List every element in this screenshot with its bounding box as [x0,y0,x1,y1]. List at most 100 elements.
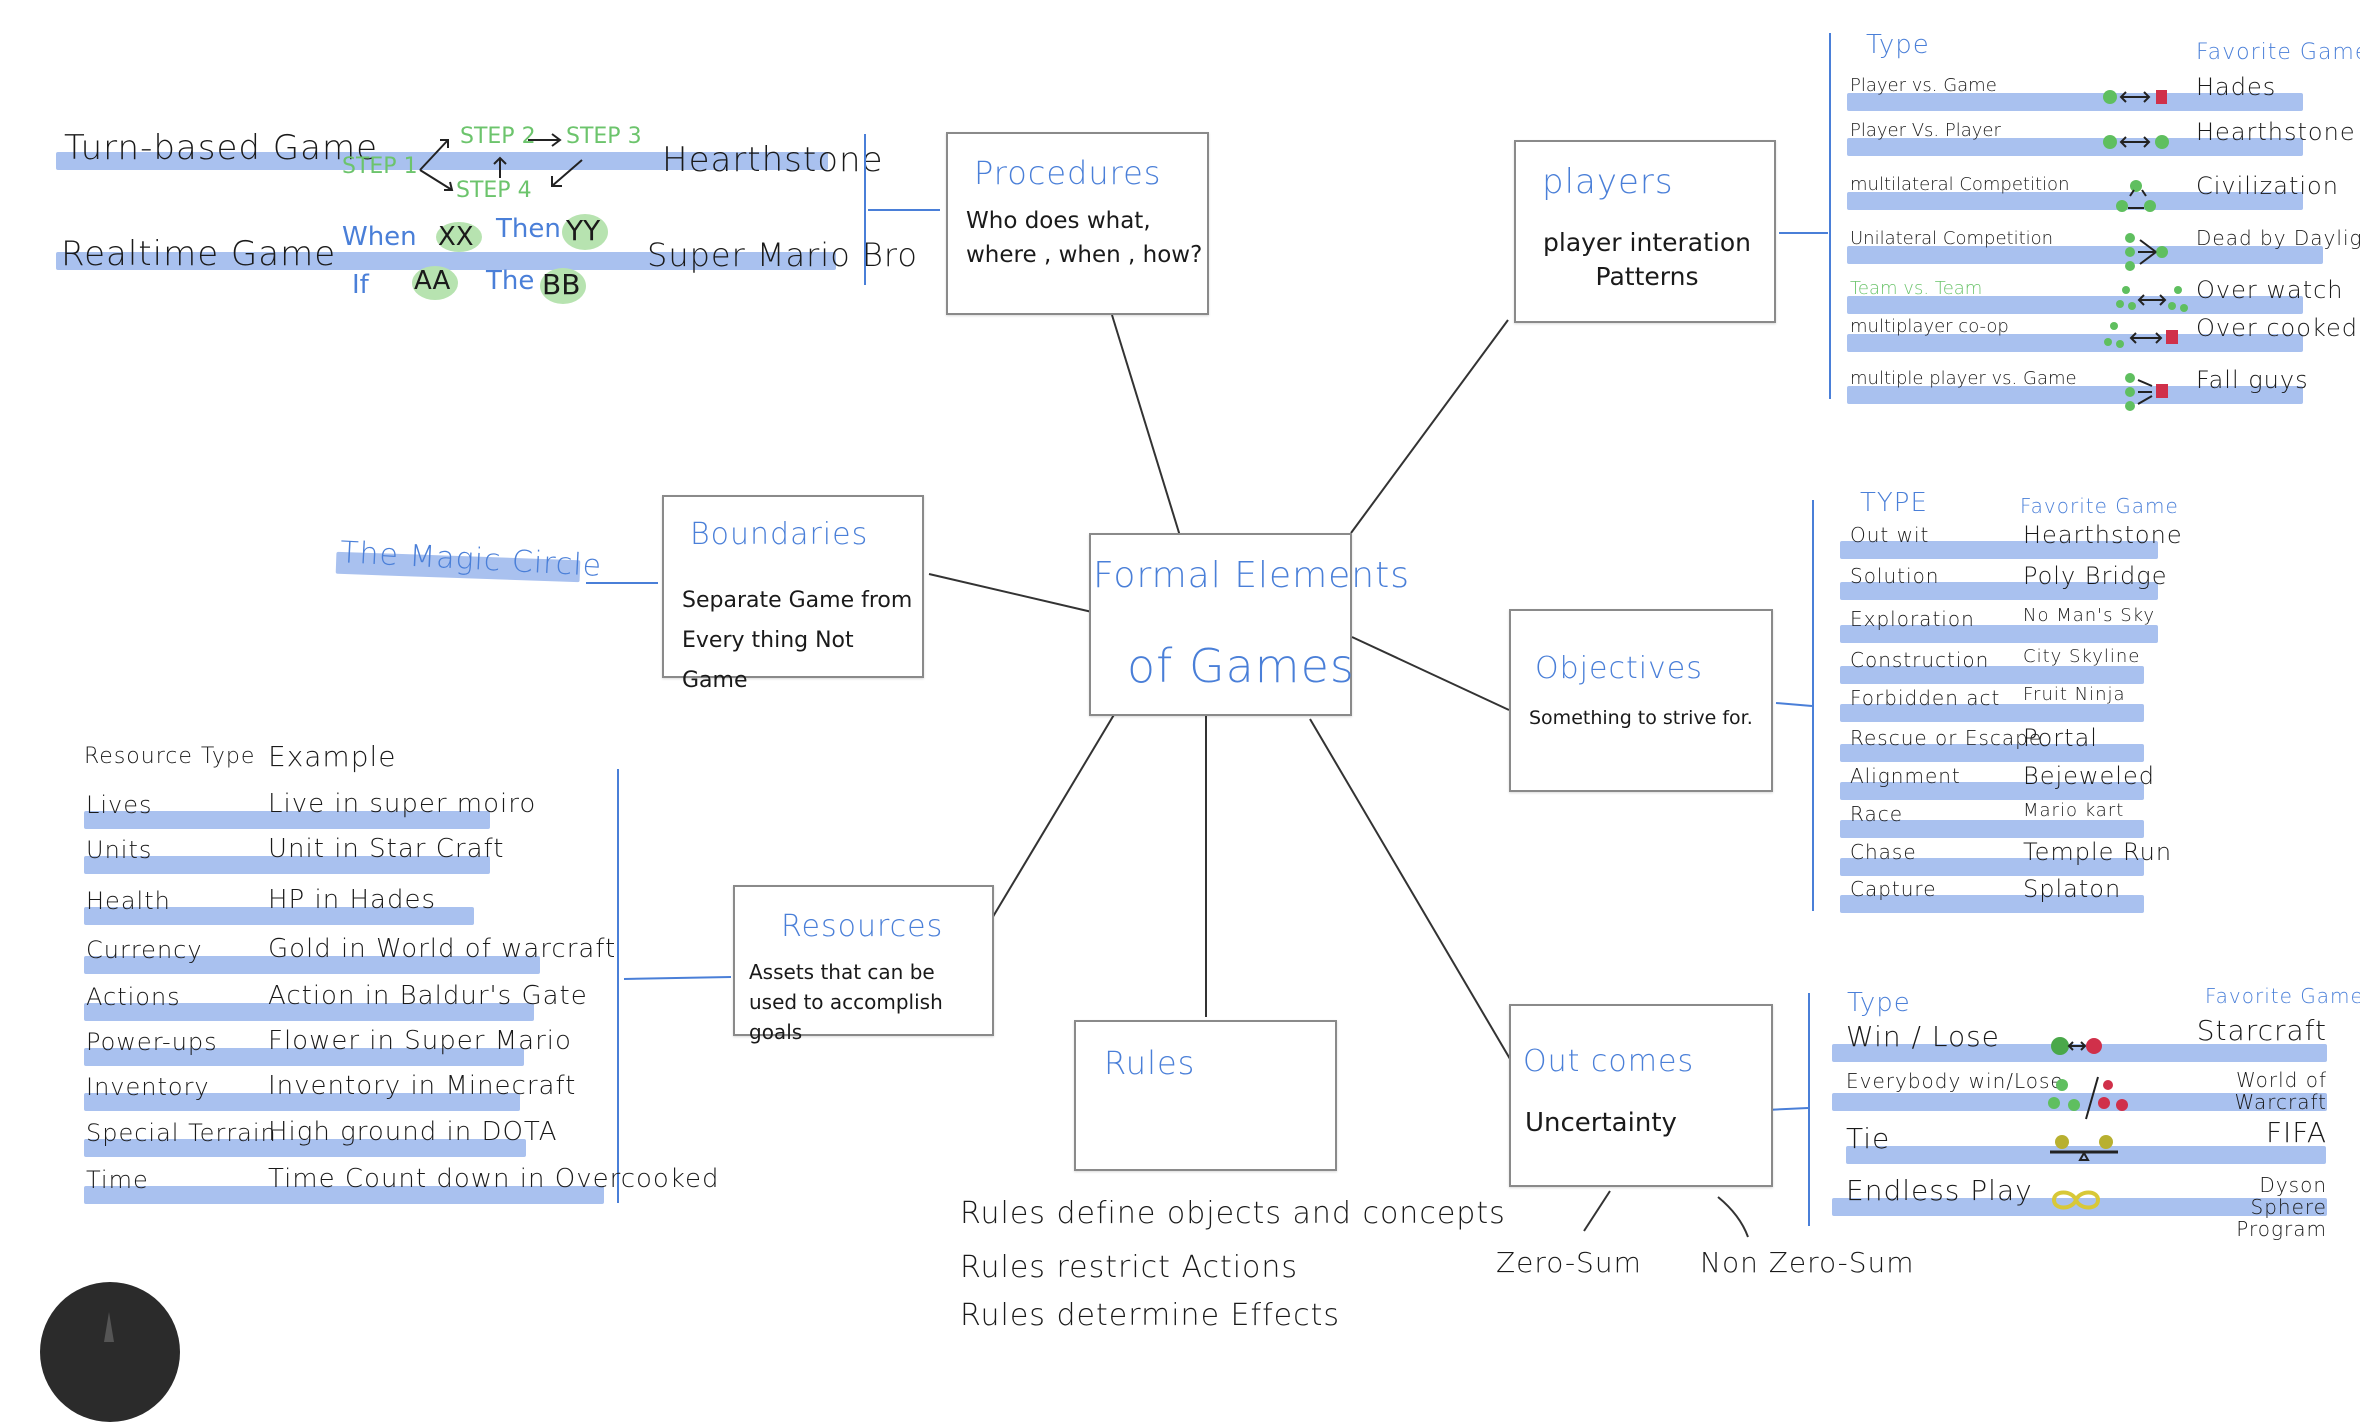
connector-objectives [1351,636,1510,711]
objective-type: Construction [1850,648,1990,672]
rules-title: Rules [1104,1044,1196,1082]
resource-type: Health [86,887,171,915]
highlight-bar [1840,820,2144,838]
rules-line-1: Rules define objects and concepts [960,1196,1506,1231]
center-title-line2: of Games [1127,639,1355,693]
resource-type: Units [86,836,153,864]
player-pattern-game: Fall guys [2196,366,2309,394]
objective-game: No Man's Sky [2023,605,2156,626]
infinity-icon [2051,1190,2101,1210]
outcomes-header-game: Favorite Game [2205,984,2360,1008]
rule-when: When [342,222,417,252]
connector-outcomes [1309,718,1524,1082]
player-pattern-game: Over cooked [2196,314,2358,342]
procedures-box[interactable]: Procedures Who does what, where , when ,… [946,132,1209,315]
pen-tool-button[interactable] [40,1282,180,1422]
highlight-bar [1847,334,2303,352]
highlight-mark [540,268,586,304]
coop-icon [2104,322,2178,348]
outcome-type: Everybody win/Lose [1846,1069,2064,1093]
rule-if: If [352,270,369,300]
players-body-line2: Patterns [1595,262,1699,291]
objectives-header-game: Favorite Game [2020,494,2179,518]
realtime-label: Realtime Game [61,234,337,274]
outcome-game: Starcraft [2196,1014,2327,1047]
zero-sum-label: Zero-Sum [1496,1246,1642,1279]
rules-line-2: Rules restrict Actions [960,1250,1299,1285]
objective-game: Fruit Ninja [2023,684,2126,705]
rules-box[interactable]: Rules [1074,1020,1337,1171]
connector-zero-sum [1583,1190,1611,1232]
multilateral-icon [2116,180,2156,212]
pen-icon [104,1312,114,1342]
boundaries-body-line1: Separate Game from [682,588,913,613]
boundaries-box[interactable]: Boundaries Separate Game from Every thin… [662,495,924,693]
players-body: player interation Patterns [1534,226,1760,294]
players-box[interactable]: players player interation Patterns [1514,140,1776,323]
player-pattern-game: Over watch [2196,276,2344,304]
highlight-bar [1832,1044,2327,1062]
outcome-game: World of Warcraft [2234,1068,2327,1114]
player-pattern-type: multiplayer co-op [1850,316,2009,337]
player-vs-game-icon [2103,90,2167,104]
connector-objectives-table [1775,702,1813,707]
highlight-bar [84,907,474,925]
resource-example: HP in Hades [268,885,436,915]
objective-type: Exploration [1850,607,1975,631]
resource-example: Live in super moiro [268,789,537,819]
resource-type: Currency [86,936,203,964]
connector-non-zero-sum [1717,1196,1749,1238]
objectives-title: Objectives [1535,651,1703,686]
connector-resources [978,707,1119,941]
resource-type: Special Terrain [86,1119,277,1147]
outcome-game: Dyson Sphere Program [2236,1173,2327,1241]
objective-type: Race [1850,802,1904,826]
highlight-bar [1840,744,2144,762]
resource-example: Time Count down in Overcooked [268,1164,720,1194]
highlight-bar [1840,858,2144,876]
connector-players [1350,319,1509,534]
resource-example: Action in Baldur's Gate [268,981,588,1011]
rules-line-3: Rules determine Effects [960,1298,1340,1333]
outcome-type: Win / Lose [1846,1020,2000,1053]
resource-type: Time [86,1166,149,1194]
objective-type: Rescue or Escape [1850,726,2043,750]
objective-game: Poly Bridge [2023,562,2168,590]
rule-bb: BB [542,268,581,301]
resources-body: Assets that can be used to accomplish go… [749,957,992,1047]
rule-the: The [486,266,535,296]
resource-type: Lives [86,791,153,819]
objective-type: Capture [1850,877,1937,901]
unilateral-icon [2125,233,2168,271]
highlight-bar [1847,93,2303,111]
outcomes-box[interactable]: Out comes Uncertainty [1509,1004,1773,1187]
objective-game: Hearthstone [2023,521,2183,549]
objectives-body: Something to strive for. [1529,707,1753,729]
highlight-mark [562,214,608,250]
highlight-bar [1847,138,2303,156]
procedures-body: Who does what, where , when , how? [966,204,1202,272]
step-2: STEP 2 [460,124,536,149]
outcome-type: Endless Play [1846,1174,2033,1207]
center-box[interactable]: Formal Elements of Games [1089,533,1409,716]
highlight-bar [1847,296,2303,314]
highlight-bar [1840,582,2158,600]
rule-yy: YY [566,214,601,247]
center-title-line1: Formal Elements [1093,555,1410,596]
resources-box[interactable]: Resources Assets that can be used to acc… [733,885,994,1044]
objective-type: Chase [1850,840,1917,864]
rule-xx: XX [438,222,474,252]
everybody-win-lose-icon [2048,1076,2128,1120]
connector-lines [586,209,1828,1238]
highlight-bar [84,1186,604,1204]
turn-based-label: Turn-based Game [64,128,379,168]
outcome-type: Tie [1846,1122,1891,1155]
resource-example: Flower in Super Mario [268,1026,572,1056]
highlight-bar [1847,192,2303,210]
resource-type: Inventory [86,1073,210,1101]
resources-header-type: Resource Type [84,744,256,769]
step-3: STEP 3 [566,124,642,149]
objectives-box[interactable]: Objectives Something to strive for. [1509,609,1773,792]
team-vs-team-icon [2116,286,2188,312]
player-pattern-type: Unilateral Competition [1850,228,2054,249]
